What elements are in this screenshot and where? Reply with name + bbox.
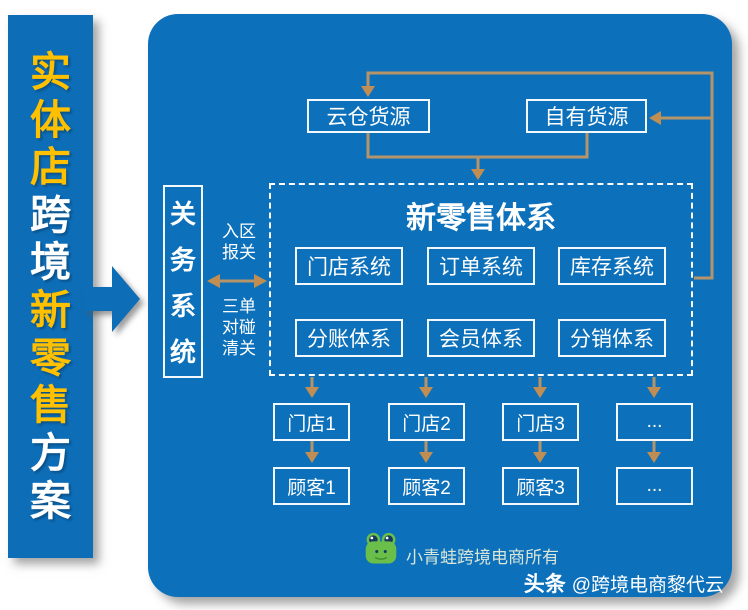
node-order-system: 订单系统	[427, 247, 535, 285]
banner-char: 跨	[30, 191, 71, 238]
store-arrowheads	[305, 387, 661, 463]
flow-panel: 云仓货源 自有货源 关 务 系 统 入区 报关 三单 对碰 清关 新零售体系 门…	[148, 14, 732, 597]
banner-char: 零	[30, 334, 71, 381]
node-cloud-warehouse-supply: 云仓货源	[307, 99, 430, 133]
node-label: 顾客2	[402, 477, 451, 499]
banner-char: 售	[30, 382, 71, 429]
banner-char: 案	[30, 477, 71, 524]
node-customer-3: 顾客3	[502, 467, 579, 505]
label-line: 报关	[222, 243, 256, 262]
node-label: 自有货源	[544, 106, 629, 129]
node-label: 顾客1	[287, 477, 336, 499]
supply-loop-arrowheads	[361, 86, 661, 180]
node-distribution-system: 分销体系	[558, 319, 666, 357]
node-label: 门店系统	[307, 256, 391, 279]
customs-clearance-label: 三单 对碰 清关	[206, 296, 272, 359]
label-line: 三单	[222, 297, 256, 316]
node-store-3: 门店3	[502, 403, 579, 441]
node-customer-more: ...	[616, 467, 693, 505]
node-customs-system: 关 务 系 统	[163, 185, 203, 378]
customs-char: 统	[169, 337, 196, 367]
vertical-title-banner: 实 体 店 跨 境 新 零 售 方 案	[8, 15, 93, 558]
node-label: 门店3	[516, 413, 565, 435]
node-own-supply: 自有货源	[526, 99, 647, 133]
node-ledger-system: 分账体系	[295, 319, 403, 357]
label-line: 清关	[222, 339, 256, 358]
customs-char: 关	[169, 199, 196, 229]
new-retail-system-group: 新零售体系 门店系统 订单系统 库存系统 分账体系 会员体系 分销体系	[269, 183, 693, 376]
label-line: 对碰	[222, 318, 256, 337]
group-title: 新零售体系	[406, 202, 556, 235]
customs-double-arrowheads	[207, 274, 267, 288]
banner-char: 方	[30, 429, 71, 476]
node-label: 顾客3	[516, 477, 565, 499]
node-label: 门店1	[287, 413, 336, 435]
node-store-1: 门店1	[273, 403, 350, 441]
banner-char: 店	[30, 144, 71, 191]
watermark-logo-text: 头条	[523, 573, 566, 596]
watermark: 头条@跨境电商黎代云	[524, 568, 724, 598]
node-label: 订单系统	[439, 256, 523, 279]
node-label: 云仓货源	[326, 106, 411, 129]
node-store-system: 门店系统	[295, 247, 403, 285]
big-right-arrow-icon	[84, 266, 140, 332]
node-store-more: ...	[616, 403, 693, 441]
customs-char: 系	[169, 291, 196, 321]
node-store-2: 门店2	[388, 403, 465, 441]
banner-char: 新	[30, 287, 71, 333]
node-customer-1: 顾客1	[273, 467, 350, 505]
banner-char: 境	[30, 239, 71, 286]
node-label: 库存系统	[570, 256, 654, 279]
node-label: 会员体系	[439, 328, 523, 351]
frog-icon	[365, 532, 397, 564]
node-label: 分账体系	[307, 328, 391, 351]
node-customer-2: 顾客2	[388, 467, 465, 505]
node-membership-system: 会员体系	[427, 319, 535, 357]
node-label: 分销体系	[570, 328, 654, 351]
banner-char: 体	[30, 96, 71, 143]
node-label: ...	[646, 475, 663, 496]
node-label: 门店2	[402, 413, 451, 435]
banner-char: 实	[30, 48, 71, 95]
store-arrows	[310, 377, 656, 454]
label-line: 入区	[222, 222, 256, 241]
node-label: ...	[646, 411, 663, 432]
supply-loop-arrows	[366, 71, 714, 280]
customs-char: 务	[169, 245, 196, 275]
node-inventory-system: 库存系统	[558, 247, 666, 285]
brand-text: 小青蛙跨境电商所有	[406, 548, 559, 567]
watermark-handle: @跨境电商黎代云	[571, 575, 724, 596]
connector-lines-layer	[207, 71, 714, 463]
customs-inbound-label: 入区 报关	[206, 221, 272, 263]
